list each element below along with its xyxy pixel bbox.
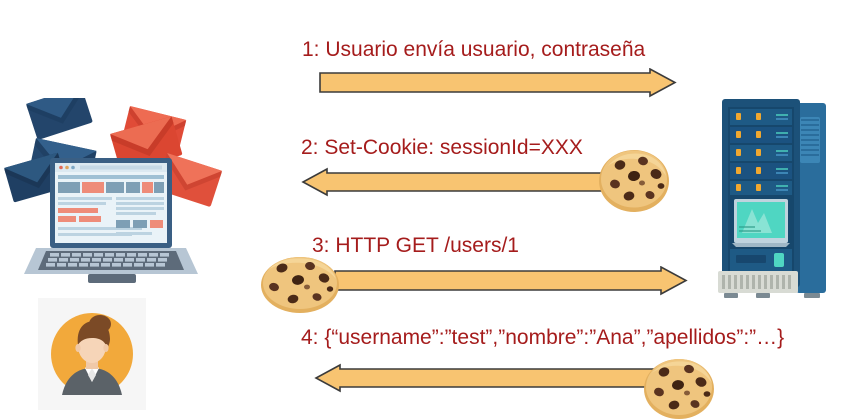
cookie-icon [643, 356, 715, 419]
laptop-icon [24, 158, 198, 283]
laptop-illustration [2, 86, 234, 288]
server-icon [712, 95, 834, 300]
message-1-label: 1: Usuario envía usuario, contraseña [302, 38, 646, 61]
message-2-label: 2: Set-Cookie: sessionId=XXX [301, 136, 583, 159]
message-3-arrow [333, 266, 689, 296]
avatar-icon [38, 298, 146, 410]
message-4-arrow [313, 362, 663, 394]
message-1-arrow [318, 68, 678, 98]
message-3-label: 3: HTTP GET /users/1 [312, 234, 519, 257]
cookie-icon [260, 254, 340, 314]
cookie-icon [598, 148, 670, 214]
message-4-label: 4: {“username”:”test”,”nombre”:”Ana”,”ap… [301, 326, 785, 349]
message-2-arrow [300, 166, 630, 198]
